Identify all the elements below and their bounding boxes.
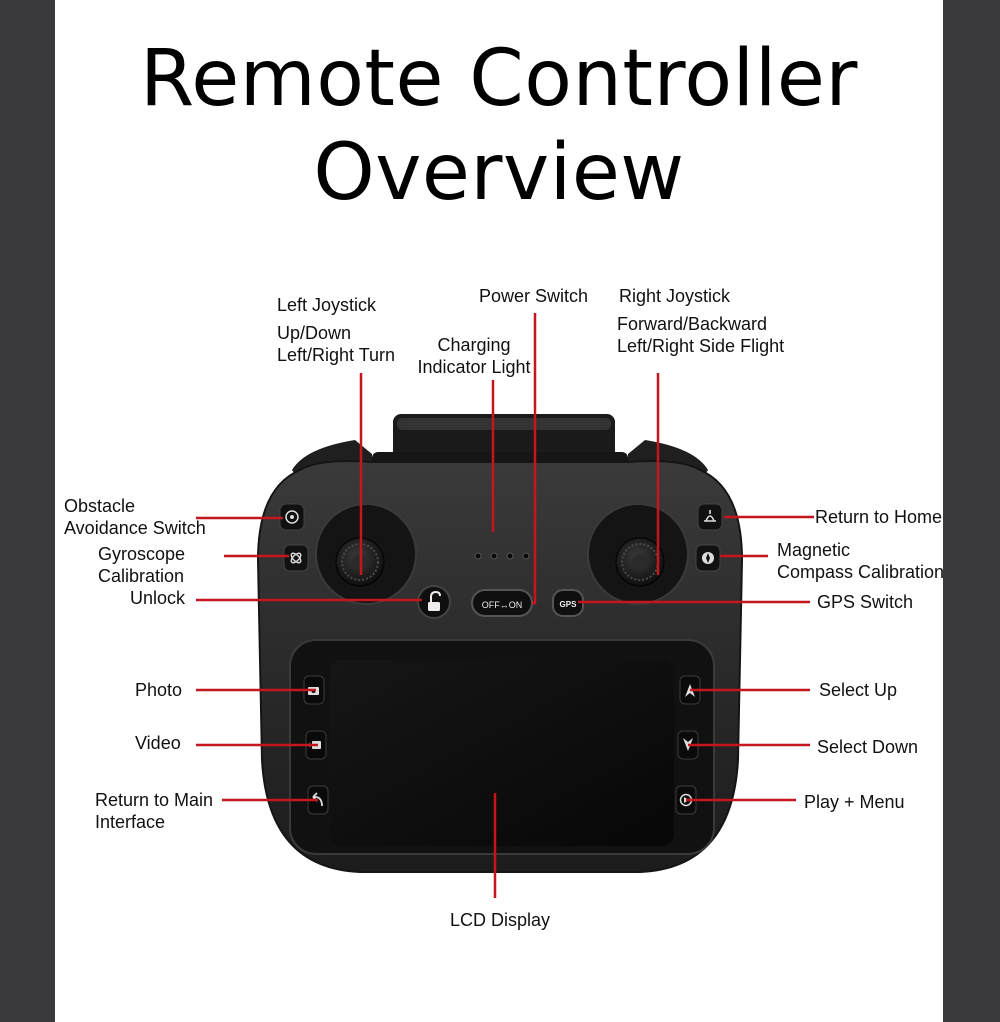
label-line: Video — [135, 733, 181, 753]
label-line: Compass Calibration — [777, 562, 945, 582]
label-line: Power Switch — [479, 286, 589, 306]
label-left-joystick: Left Joystick Up/Down Left/Right Turn — [277, 294, 395, 366]
gyroscope-calibration-button[interactable] — [283, 544, 309, 572]
label-select-down: Select Down — [817, 736, 918, 758]
label-line: Return to Main — [95, 790, 214, 810]
label-line: Left Joystick — [277, 295, 377, 315]
label-line: Charging — [437, 335, 511, 355]
unlock-button[interactable] — [417, 585, 451, 619]
label-return-to-home: Return to Home — [815, 506, 942, 528]
power-switch-text: OFF↔ON — [482, 600, 523, 610]
label-magnetic-compass: Magnetic Compass Calibration — [777, 539, 944, 583]
label-lcd-display: LCD Display — [450, 909, 550, 931]
label-select-up: Select Up — [819, 679, 897, 701]
label-line: Left/Right Turn — [277, 345, 396, 365]
compass-calibration-button[interactable] — [695, 544, 721, 572]
label-video: Video — [135, 732, 181, 754]
power-switch[interactable]: OFF↔ON — [471, 589, 533, 617]
label-right-joystick: Right Joystick Forward/Backward Left/Rig… — [617, 285, 784, 357]
unlock-icon — [428, 590, 441, 611]
label-line: Photo — [135, 680, 183, 700]
obstacle-avoidance-button[interactable] — [279, 503, 305, 531]
remote-controller: OFF↔ON GPS — [256, 414, 744, 873]
gyroscope-icon — [290, 552, 302, 564]
label-line: GPS Switch — [817, 592, 914, 612]
radar-icon — [285, 510, 299, 524]
title-line: Remote Controller — [140, 34, 858, 124]
label-line: Calibration — [98, 566, 185, 586]
label-line: Indicator Light — [417, 357, 531, 377]
label-line: Avoidance Switch — [64, 518, 206, 538]
label-return-main-interface: Return to Main Interface — [95, 789, 213, 833]
home-drone-icon — [704, 510, 716, 522]
label-line: Interface — [95, 812, 166, 832]
label-line: Right Joystick — [619, 286, 731, 306]
label-line: Play + Menu — [804, 792, 905, 812]
compass-icon — [702, 552, 714, 564]
label-obstacle-avoidance: Obstacle Avoidance Switch — [64, 495, 206, 539]
label-charging-indicator: Charging Indicator Light — [412, 334, 536, 378]
label-line: Magnetic — [777, 540, 851, 560]
label-play-menu: Play + Menu — [804, 791, 905, 813]
return-to-home-button[interactable] — [697, 503, 723, 531]
label-line: Unlock — [130, 588, 186, 608]
page-title: Remote Controller Overview — [55, 32, 943, 220]
lcd-display[interactable] — [330, 660, 674, 846]
label-power-switch: Power Switch — [479, 285, 588, 307]
top-clamp-highlight — [397, 418, 611, 430]
gps-button-text: GPS — [560, 600, 578, 609]
label-line: Forward/Backward — [617, 314, 768, 334]
leader-lines — [196, 313, 814, 898]
charging-indicator-lights — [474, 552, 530, 560]
label-line: Select Up — [819, 680, 898, 700]
label-unlock: Unlock — [130, 587, 185, 609]
title-line: Overview — [313, 128, 685, 218]
label-line: Left/Right Side Flight — [617, 336, 785, 356]
leader-power-switch — [532, 313, 537, 605]
label-line: Up/Down — [277, 323, 352, 343]
label-line: Obstacle — [64, 496, 136, 516]
label-photo: Photo — [135, 679, 182, 701]
label-line: Select Down — [817, 737, 919, 757]
label-gyroscope-calibration: Gyroscope Calibration — [98, 543, 185, 587]
label-line: Return to Home — [815, 507, 943, 527]
label-line: LCD Display — [450, 910, 551, 930]
label-line: Gyroscope — [98, 544, 186, 564]
label-gps-switch: GPS Switch — [817, 591, 913, 613]
